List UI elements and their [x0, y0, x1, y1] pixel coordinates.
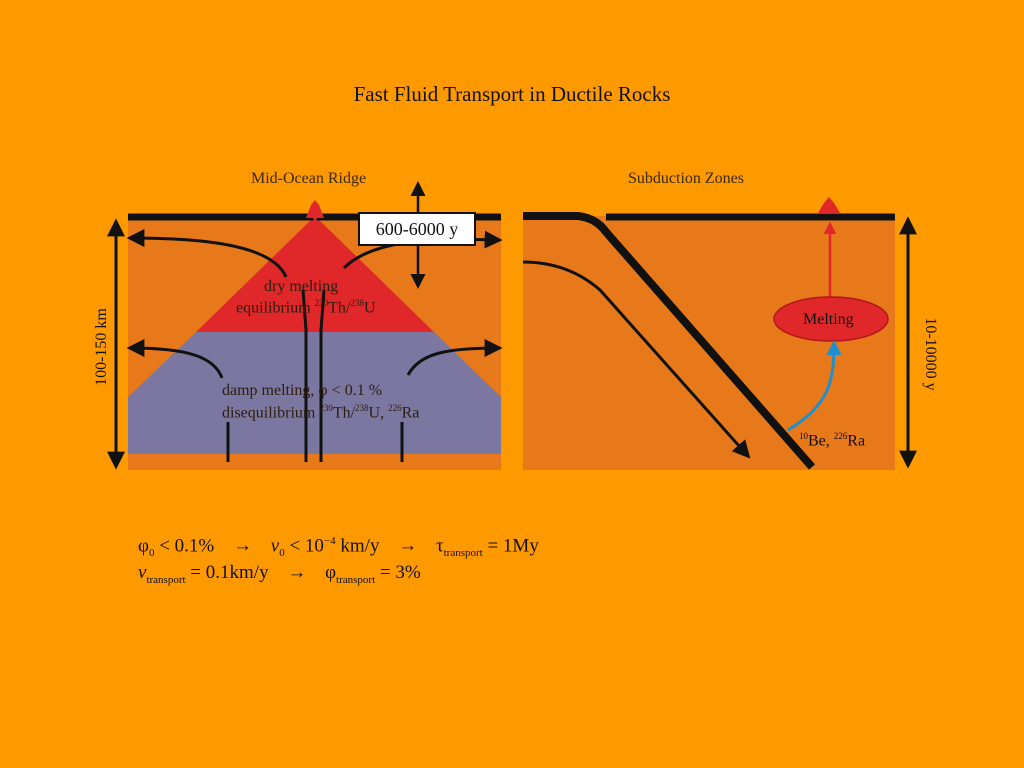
transport-porosity-symbol: φ	[325, 562, 337, 583]
fluid-release-arrow	[787, 340, 842, 432]
damp-thorium-symbol: Th/	[332, 404, 356, 422]
ridge-flow-arrow-lower-right	[406, 339, 503, 376]
dry-melting-zone	[196, 216, 434, 332]
velocity-symbol: v	[270, 535, 280, 557]
beryllium-symbol: Be,	[808, 432, 834, 450]
transport-time-result: = 1My	[482, 535, 539, 557]
damp-uranium-mass-number: 238	[355, 403, 369, 413]
transport-velocity-value: = 0.1km/y	[185, 562, 269, 583]
disequilibrium-text: disequilibrium	[222, 404, 320, 422]
transport-velocity-subscript: transport	[146, 573, 186, 586]
porosity-symbol: φ	[138, 535, 149, 557]
radium-symbol: Ra	[401, 404, 420, 422]
subduction-zones-heading: Subduction Zones	[628, 170, 744, 187]
implies-arrow-3: →	[287, 562, 307, 583]
upwelling-line-left	[301, 289, 308, 462]
transport-velocity-symbol: v	[138, 562, 147, 583]
transport-time-symbol: τ	[435, 535, 444, 557]
ridge-flow-arrow-lower-left	[126, 339, 224, 379]
implies-arrow-2: →	[398, 535, 418, 557]
mid-ocean-ridge-heading: Mid-Ocean Ridge	[251, 170, 367, 187]
subduction-panel	[522, 197, 917, 470]
uranium-mass-number: 238	[350, 298, 364, 308]
subduction-time-label: 10-10000 y	[922, 317, 939, 391]
fluid-isotopes-label: 10Be, 226Ra	[799, 431, 865, 450]
melting-label: Melting	[803, 311, 854, 328]
ridge-depth-label: 100-150 km	[93, 308, 110, 386]
damp-thorium-mass-number: 230	[319, 403, 333, 413]
dry-equilibrium-text: equilibrium	[236, 299, 315, 317]
ridge-flow-arrow-upper-left	[126, 229, 288, 278]
upwelling-line-right	[319, 289, 326, 462]
formula-line-1: φ0 < 0.1% → v0 < 10−4 km/y → τtransport …	[138, 535, 539, 559]
velocity-subscript: 0	[279, 547, 285, 560]
dry-melting-label: dry melting	[264, 278, 339, 295]
porosity-subscript: 0	[148, 547, 155, 560]
transport-porosity-subscript: transport	[336, 573, 376, 586]
uranium-symbol: U	[363, 299, 376, 317]
ridge-time-box: 600-6000 y	[358, 212, 476, 246]
subduction-radium-mass-number: 226	[833, 431, 848, 441]
implies-arrow-1: →	[233, 535, 253, 557]
damp-melting-zone	[128, 332, 501, 454]
subducting-slab	[523, 212, 816, 470]
radium-mass-number: 226	[388, 403, 402, 413]
beryllium-mass-number: 10	[799, 431, 808, 441]
dry-equilibrium-label: equilibrium 230Th/238U	[236, 298, 375, 317]
thorium-symbol: Th/	[328, 299, 351, 317]
velocity-condition: < 10	[284, 535, 324, 557]
transport-time-subscript: transport	[443, 547, 483, 560]
transport-porosity-result: = 3%	[375, 562, 421, 583]
velocity-unit: km/y	[335, 535, 380, 557]
damp-melting-label: damp melting, φ < 0.1 %	[222, 382, 383, 399]
arc-volcano	[818, 197, 840, 213]
damp-disequilibrium-label: disequilibrium 230Th/238U, 226Ra	[222, 403, 419, 422]
slide-title: Fast Fluid Transport in Ductile Rocks	[353, 82, 671, 106]
formula-line-2: vtransport = 0.1km/y → φtransport = 3%	[138, 562, 421, 586]
damp-uranium-symbol: U,	[368, 404, 389, 422]
ridge-panel	[107, 181, 503, 470]
subduction-radium-symbol: Ra	[847, 432, 866, 450]
porosity-condition: < 0.1%	[154, 535, 215, 557]
mantle-flow-arrow	[522, 260, 751, 459]
velocity-exponent: −4	[323, 535, 336, 547]
thorium-mass-number: 230	[314, 298, 329, 308]
